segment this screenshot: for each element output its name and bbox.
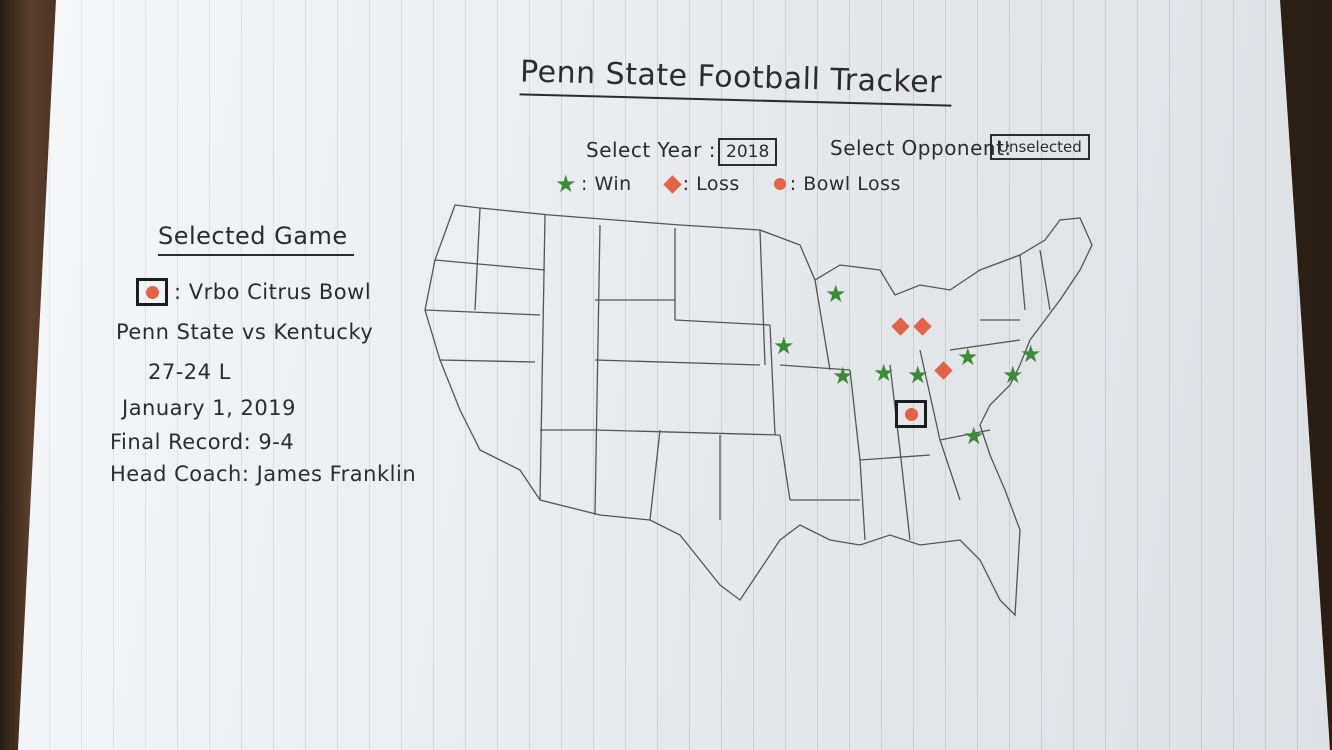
win-marker[interactable]: ★: [963, 422, 985, 450]
win-marker[interactable]: ★: [1020, 340, 1042, 368]
win-marker[interactable]: ★: [1002, 361, 1024, 389]
year-label: Select Year :: [586, 138, 716, 162]
selected-bowl-row: : Vrbo Citrus Bowl: [136, 278, 371, 306]
selected-final-record: Final Record: 9-4: [110, 430, 295, 454]
win-marker[interactable]: ★: [907, 361, 929, 389]
selected-game-heading: Selected Game: [158, 222, 354, 256]
selected-score: 27-24 L: [148, 360, 231, 384]
win-marker[interactable]: ★: [832, 362, 854, 390]
circle-icon: [904, 407, 918, 421]
circle-icon: [145, 285, 159, 299]
selected-head-coach: Head Coach: James Franklin: [110, 462, 417, 486]
selected-date: January 1, 2019: [122, 396, 296, 420]
selected-bowl-name: : Vrbo Citrus Bowl: [174, 280, 372, 304]
us-map-state-lines: [424, 207, 1051, 541]
opponent-label: Select Opponent:: [830, 136, 1012, 160]
star-icon: ★: [555, 170, 578, 198]
selected-game-icon: [136, 278, 168, 306]
win-marker[interactable]: ★: [873, 359, 895, 387]
legend-bowl-loss-label: : Bowl Loss: [789, 173, 901, 195]
win-marker[interactable]: ★: [825, 280, 847, 308]
us-map-outline: [424, 204, 1093, 617]
paper-sheet: [18, 0, 1330, 750]
year-select[interactable]: 2018: [718, 138, 778, 166]
diamond-icon: [662, 174, 682, 194]
legend: ★ : Win : Loss : Bowl Loss: [555, 172, 901, 196]
bowl-loss-marker-selected[interactable]: [895, 400, 927, 428]
opponent-select[interactable]: Unselected: [990, 134, 1090, 160]
legend-win-label: : Win: [581, 173, 632, 195]
us-map: [424, 204, 1093, 617]
win-marker[interactable]: ★: [773, 332, 795, 360]
legend-loss-label: : Loss: [682, 173, 740, 195]
win-marker[interactable]: ★: [957, 343, 979, 371]
selected-matchup: Penn State vs Kentucky: [116, 320, 374, 344]
circle-icon: [773, 178, 786, 190]
